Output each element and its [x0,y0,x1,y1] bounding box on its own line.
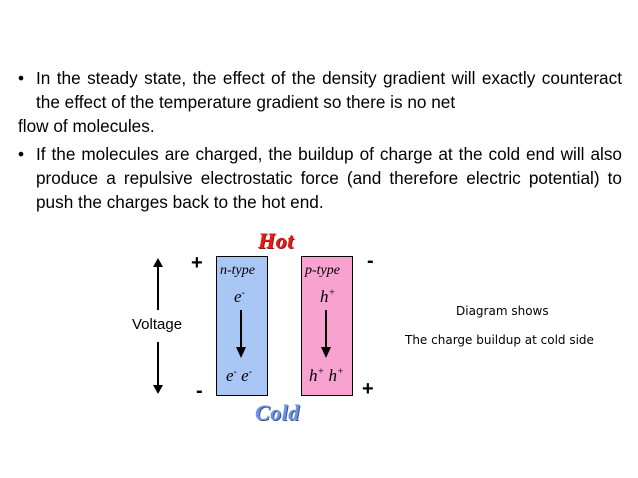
bullet-item: • In the steady state, the effect of the… [18,66,622,114]
electron-drift-arrow [236,310,246,358]
n-type-label: n-type [220,263,255,278]
hole-top: h+ [320,287,336,306]
hole-drift-arrow [321,310,331,358]
bullet-list: • In the steady state, the effect of the… [18,66,622,214]
electrons-bottom: e- e- [226,366,253,385]
voltage-label: Voltage [132,316,183,333]
electron-top: e- [234,287,245,306]
hot-label: Hot [258,228,294,253]
plus-sign-bottom-right: + [362,378,374,400]
diagram-note-line2: The charge buildup at cold side [405,333,594,347]
holes-bottom: h+ h+ [309,366,344,385]
voltage-double-arrow [153,258,163,394]
p-type-label: p-type [305,263,340,278]
bullet-text: In the steady state, the effect of the d… [36,68,622,112]
bullet-dot: • [18,144,25,164]
minus-sign-bottom-left: - [196,380,203,402]
plus-sign-top-left: + [191,252,203,274]
bullet-dot: • [18,68,25,88]
bullet-text-continuation: flow of molecules. [18,116,155,136]
diagram-note-line1: Diagram shows [456,304,549,318]
cold-label: Cold [255,400,300,425]
bullet-text: If the molecules are charged, the buildu… [36,144,622,212]
bullet-item: • If the molecules are charged, the buil… [18,142,622,214]
minus-sign-top-right: - [367,250,374,272]
